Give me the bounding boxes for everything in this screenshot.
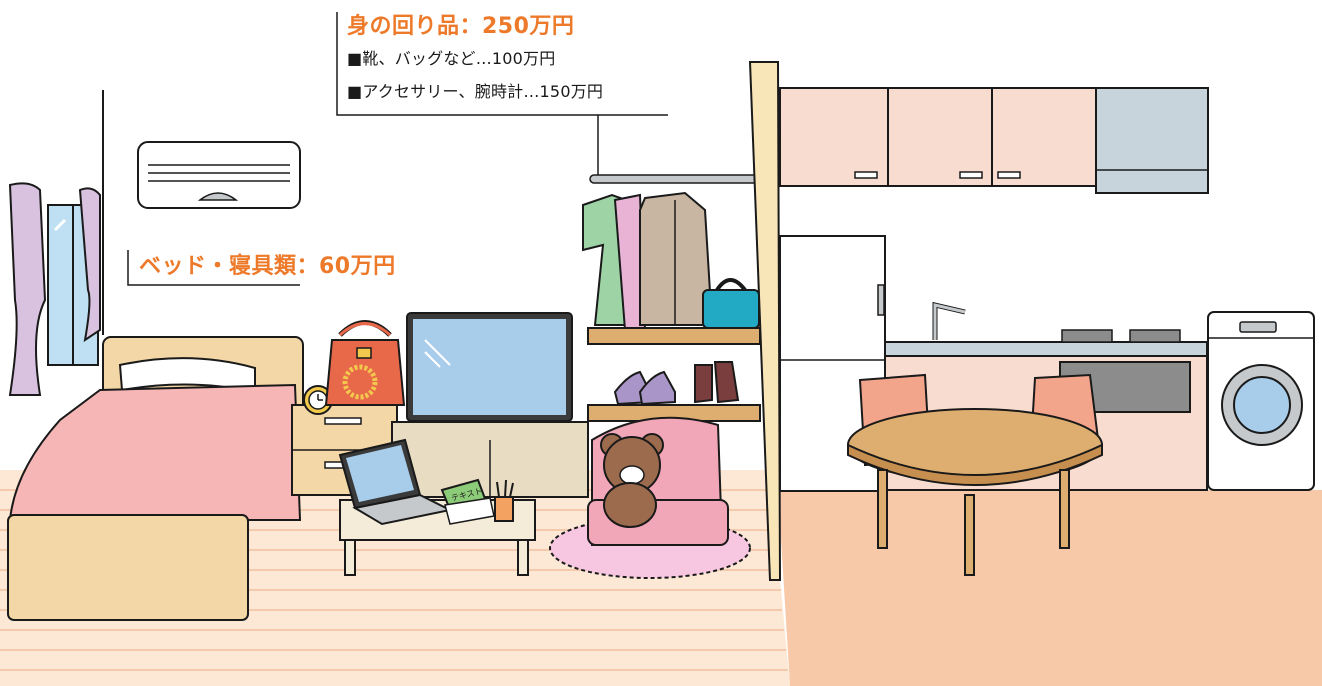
hanging-clothes-icon	[582, 115, 759, 331]
range-hood	[1095, 87, 1209, 194]
pen-cup	[494, 479, 514, 522]
window-icon	[8, 182, 101, 396]
laptop-icon	[338, 438, 454, 526]
accessories-total-label: 身の回り品：250万円	[347, 14, 575, 39]
accessories-leader-line	[336, 12, 668, 116]
table-clock-icon	[303, 385, 333, 415]
teddy-bear-icon	[600, 433, 664, 528]
handbag-icon	[324, 320, 406, 406]
shoes-icon	[613, 361, 740, 406]
television-icon	[406, 312, 573, 433]
dining-table-icon	[847, 408, 1103, 576]
floor-kitchen	[778, 490, 1322, 686]
handbag-blue	[702, 278, 760, 329]
bedding-leader-line	[127, 250, 300, 286]
bedding-total-label: ベッド・寝具類：60万円	[139, 254, 396, 279]
washing-machine-icon	[1207, 311, 1315, 491]
accessories-line-jewelry-watches: ■アクセサリー、腕時計…150万円	[347, 82, 604, 101]
refrigerator-icon	[779, 235, 886, 492]
bed-icon	[7, 336, 304, 621]
partition-wall	[748, 61, 782, 581]
upper-cabinets	[779, 87, 1097, 187]
tv-stand	[391, 421, 589, 498]
accessories-line-shoes-bags: ■靴、バッグなど…100万円	[347, 49, 556, 68]
upper-shelf	[587, 327, 761, 345]
air-conditioner-icon	[137, 141, 301, 209]
